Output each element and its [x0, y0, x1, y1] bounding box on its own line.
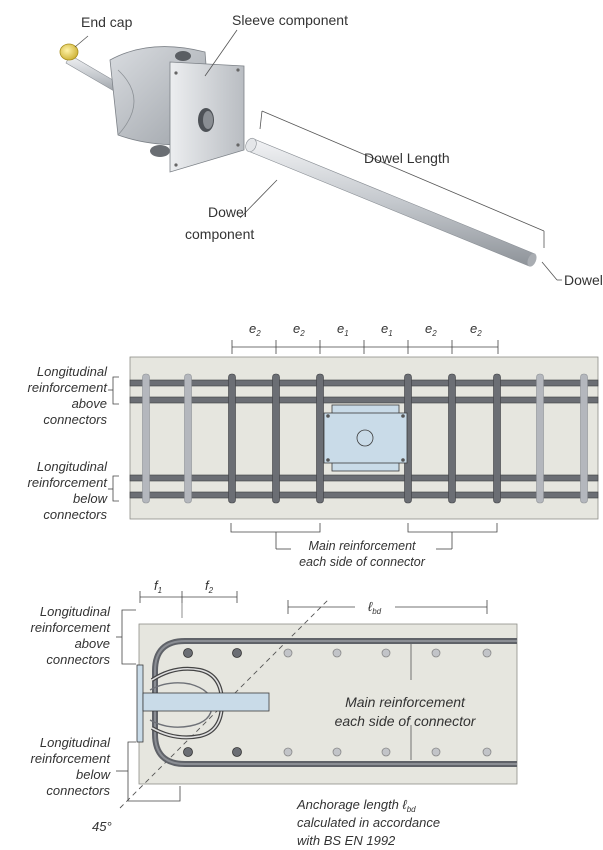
plan-below-annotation: [108, 475, 119, 502]
section-above-annotation: [116, 609, 136, 665]
section-bar-dot: [431, 648, 441, 658]
section-below-text: connectors: [46, 783, 110, 798]
spacing-label: e1: [381, 321, 393, 338]
section-bar-dot: [232, 747, 242, 757]
section-bar-dot: [482, 747, 492, 757]
spacing-label: e1: [337, 321, 349, 338]
dowel-label: Dowel: [564, 272, 603, 288]
plan-above-text: connectors: [43, 412, 107, 427]
dowel-length-label: Dowel Length: [364, 150, 450, 166]
section-bar-dot: [431, 747, 441, 757]
anchorage-line-3: with BS EN 1992: [297, 833, 396, 848]
component-illustration: End cap Sleeve component Dowel Length Do…: [59, 12, 603, 288]
longitudinal-bar: [129, 474, 599, 482]
section-bar-dot: [283, 747, 293, 757]
transverse-bar: [536, 373, 544, 504]
section-below-annotation: [116, 741, 181, 802]
spacing-label: e2: [249, 321, 261, 338]
dowel-component-label-2: component: [185, 226, 254, 242]
spacing-label: e2: [293, 321, 305, 338]
section-above-text: above: [75, 636, 110, 651]
section-main-reinf-line-2: each side of connector: [335, 713, 477, 729]
plan-above-annotation: [108, 376, 119, 405]
plan-main-bracket-left: [230, 523, 321, 533]
spacing-label: e2: [470, 321, 482, 338]
anchorage-line-2: calculated in accordance: [297, 815, 440, 830]
plan-above-text: Longitudinal: [37, 364, 108, 379]
transverse-bar: [272, 373, 280, 504]
longitudinal-bar: [129, 396, 599, 404]
section-bar-dot: [232, 648, 242, 658]
transverse-bar: [316, 373, 324, 504]
sleeve-component-label: Sleeve component: [232, 12, 348, 28]
section-above-text: Longitudinal: [40, 604, 111, 619]
f-dimensions: [139, 591, 238, 618]
transverse-bar: [493, 373, 501, 504]
transverse-bar: [228, 373, 236, 504]
section-dowel: [142, 692, 270, 712]
transverse-bar: [580, 373, 588, 504]
transverse-bar: [184, 373, 192, 504]
end-cap-icon: [59, 43, 79, 61]
f1-label: f1: [154, 578, 162, 595]
plan-main-bracket-right: [407, 523, 498, 533]
longitudinal-bar: [129, 491, 599, 499]
plan-below-text: below: [73, 491, 109, 506]
plan-below-text: Longitudinal: [37, 459, 108, 474]
sleeve-component-icon: [109, 46, 245, 173]
section-bar-dot: [482, 648, 492, 658]
lbd-dimension: [287, 600, 488, 614]
section-sleeve-plate: [136, 664, 144, 743]
lbd-label: ℓbd: [368, 599, 382, 616]
section-main-reinf-line-1: Main reinforcement: [345, 694, 466, 710]
spacing-label: e2: [425, 321, 437, 338]
section-above-text: reinforcement: [31, 620, 112, 635]
spacing-dimension: [231, 340, 499, 354]
section-bar-dot: [183, 648, 193, 658]
transverse-bar: [448, 373, 456, 504]
section-view: f1 f2 ℓbd: [31, 578, 518, 848]
plan-above-text: reinforcement: [28, 380, 109, 395]
longitudinal-bar: [129, 379, 599, 387]
plan-below-text: connectors: [43, 507, 107, 522]
section-below-text: below: [76, 767, 112, 782]
section-bar-dot: [381, 648, 391, 658]
section-bar-dot: [381, 747, 391, 757]
angle-label: 45°: [92, 819, 112, 834]
dowel-component-label-1: Dowel: [208, 204, 247, 220]
dowel-component-icon: [245, 137, 537, 267]
end-cap-label: End cap: [81, 14, 133, 30]
plan-main-reinf-line-1: Main reinforcement: [309, 539, 417, 553]
f2-label: f2: [205, 578, 214, 595]
connector-plan: [323, 404, 408, 472]
plan-below-text: reinforcement: [28, 475, 109, 490]
section-bar-dot: [183, 747, 193, 757]
section-above-text: connectors: [46, 652, 110, 667]
section-bar-dot: [332, 747, 342, 757]
plan-main-reinf-line-2: each side of connector: [299, 555, 426, 569]
plan-above-text: above: [72, 396, 107, 411]
section-below-text: reinforcement: [31, 751, 112, 766]
transverse-bar: [142, 373, 150, 504]
anchorage-line-1: Anchorage length ℓbd: [296, 797, 416, 814]
section-below-text: Longitudinal: [40, 735, 111, 750]
section-bar-dot: [283, 648, 293, 658]
section-bar-dot: [332, 648, 342, 658]
